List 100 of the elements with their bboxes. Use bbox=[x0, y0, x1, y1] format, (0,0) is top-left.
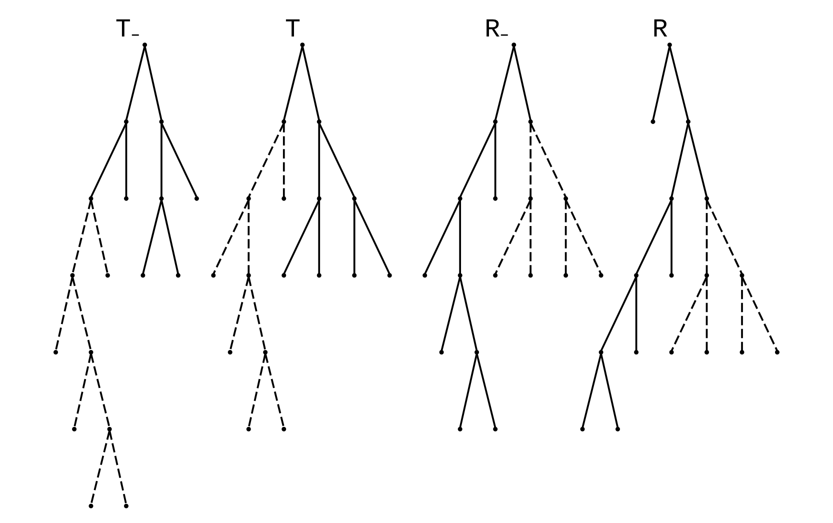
connector bbox=[513, 46, 532, 120]
node-point bbox=[704, 350, 710, 355]
connector bbox=[652, 46, 671, 120]
node-point bbox=[493, 426, 498, 432]
connector bbox=[90, 430, 110, 505]
connector bbox=[530, 200, 532, 274]
node-point bbox=[316, 196, 322, 201]
connector bbox=[741, 276, 778, 352]
connector bbox=[318, 200, 320, 274]
connector bbox=[283, 46, 304, 120]
connector bbox=[459, 200, 462, 274]
connector bbox=[741, 276, 743, 351]
node-point bbox=[598, 350, 604, 355]
connector bbox=[160, 122, 198, 198]
node-point bbox=[667, 42, 672, 48]
node-point bbox=[387, 273, 392, 278]
node-point bbox=[107, 426, 112, 432]
connector bbox=[636, 200, 672, 274]
node-point bbox=[564, 196, 568, 201]
node-point bbox=[105, 273, 110, 278]
node-point bbox=[54, 350, 58, 355]
connector bbox=[670, 276, 708, 352]
node-point bbox=[686, 119, 690, 124]
node-point bbox=[282, 273, 286, 278]
connector bbox=[248, 122, 285, 198]
node-point bbox=[72, 426, 77, 432]
node-label: R bbox=[652, 14, 668, 44]
connector bbox=[706, 200, 708, 274]
connector bbox=[264, 354, 285, 428]
connector bbox=[459, 122, 496, 198]
connector bbox=[459, 276, 478, 351]
connector bbox=[530, 123, 532, 197]
connector bbox=[582, 354, 602, 428]
node-point bbox=[211, 273, 216, 278]
connector bbox=[668, 46, 690, 120]
connector bbox=[706, 276, 708, 351]
node-point bbox=[88, 196, 94, 201]
node-point bbox=[88, 504, 94, 508]
connector bbox=[160, 200, 180, 274]
node-label: T bbox=[284, 14, 301, 44]
node-point bbox=[493, 119, 498, 124]
connector bbox=[72, 200, 92, 274]
node-point bbox=[142, 42, 148, 48]
connector bbox=[494, 123, 496, 197]
connector bbox=[125, 123, 128, 197]
node-point bbox=[228, 350, 232, 355]
connector bbox=[212, 200, 250, 274]
connector bbox=[72, 276, 92, 351]
node-point bbox=[194, 196, 199, 201]
connector bbox=[635, 276, 638, 351]
connector bbox=[354, 200, 390, 274]
node-point bbox=[176, 273, 180, 278]
connector bbox=[144, 46, 162, 120]
node-point bbox=[564, 273, 568, 278]
node-point bbox=[512, 42, 516, 48]
node-point bbox=[458, 196, 462, 201]
node-point bbox=[615, 426, 620, 432]
node-label: R₋ bbox=[484, 14, 510, 44]
node-point bbox=[300, 42, 305, 48]
connector bbox=[160, 123, 162, 197]
node-point bbox=[246, 196, 251, 201]
connector bbox=[530, 122, 567, 198]
node-point bbox=[740, 350, 744, 355]
connector bbox=[90, 200, 109, 274]
connector bbox=[706, 200, 743, 274]
node-point bbox=[598, 273, 604, 278]
node-point bbox=[159, 196, 164, 201]
node-point bbox=[124, 119, 128, 124]
node-point bbox=[246, 426, 251, 432]
node-point bbox=[704, 273, 710, 278]
connector bbox=[282, 123, 285, 197]
connector bbox=[90, 122, 127, 198]
connector bbox=[564, 200, 567, 274]
node-point bbox=[669, 273, 674, 278]
node-point bbox=[580, 426, 585, 432]
node-point bbox=[528, 119, 533, 124]
connector bbox=[318, 123, 320, 197]
node-point bbox=[246, 273, 251, 278]
node-point bbox=[650, 119, 656, 124]
connector bbox=[248, 200, 250, 274]
node-point bbox=[634, 350, 639, 355]
connector bbox=[670, 200, 672, 274]
node-point bbox=[282, 196, 286, 201]
connector bbox=[440, 276, 461, 351]
node-point bbox=[124, 504, 128, 508]
connector bbox=[424, 200, 461, 274]
node-point bbox=[669, 196, 674, 201]
node-point bbox=[352, 273, 357, 278]
connector bbox=[353, 200, 356, 274]
node-point bbox=[422, 273, 428, 278]
connector bbox=[565, 200, 602, 274]
node-point bbox=[458, 273, 462, 278]
node-point bbox=[316, 273, 322, 278]
node-point bbox=[528, 196, 533, 201]
node-point bbox=[474, 350, 480, 355]
node-point bbox=[493, 196, 498, 201]
connector bbox=[125, 46, 146, 120]
connector bbox=[229, 276, 250, 351]
node-point bbox=[70, 273, 75, 278]
node-point bbox=[439, 350, 444, 355]
